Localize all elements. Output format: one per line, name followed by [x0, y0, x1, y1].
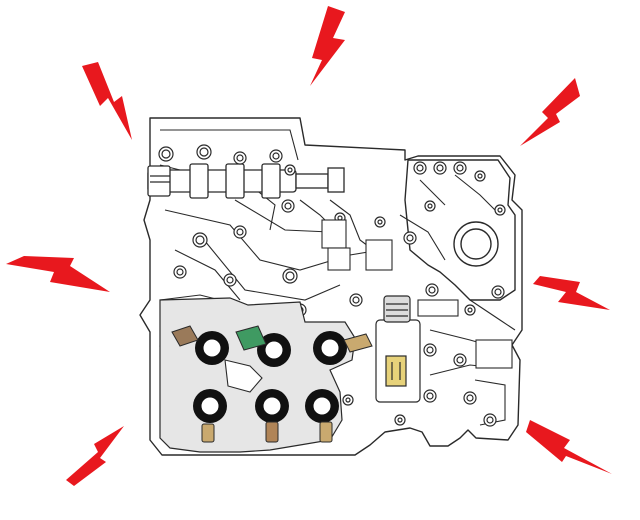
port-hole-inner [176, 268, 184, 276]
lightning-bolt-icon-right [533, 276, 610, 310]
connector-tan-bottom-right [319, 421, 333, 443]
solenoid-core [320, 338, 340, 358]
connector-brown-top [171, 325, 199, 347]
port-hole-inner [287, 167, 293, 173]
solenoid-core [262, 396, 282, 416]
port-hole-inner [427, 203, 433, 209]
detail-blocks [321, 219, 513, 369]
solenoid [313, 331, 347, 365]
pressure-sensor [375, 295, 421, 403]
solenoid-core [202, 338, 222, 358]
port-hole-inner [284, 202, 292, 210]
port-hole-inner [161, 149, 171, 159]
port-hole-inner [456, 356, 464, 364]
port-hole-inner [494, 288, 502, 296]
port-hole-inner [426, 392, 434, 400]
port-hole-inner [426, 346, 434, 354]
port-hole-inner [416, 164, 424, 172]
port-hole-inner [285, 271, 295, 281]
solenoid [195, 331, 229, 365]
port-hole-inner [466, 394, 474, 402]
port-hole-inner [456, 164, 464, 172]
lightning-bolt-icon-bottom-left [66, 426, 124, 486]
solenoid-core [312, 396, 332, 416]
port-hole-inner [377, 219, 383, 225]
port-hole-inner [352, 296, 360, 304]
lightning-bolt-icon-top [310, 6, 345, 86]
ports [158, 144, 506, 427]
port-hole-inner [406, 234, 414, 242]
connector-brown-bottom-mid [265, 421, 279, 443]
plate-bracket [224, 359, 263, 393]
port-hole-inner [486, 416, 494, 424]
port-hole-inner [436, 164, 444, 172]
port-hole-inner [397, 417, 403, 423]
large-port-inner [460, 228, 492, 260]
connector-yellow [385, 355, 407, 387]
port-hole-inner [497, 207, 503, 213]
spool-valve [147, 163, 345, 199]
connector-tan-bottom-left [201, 423, 215, 443]
solenoid-core [264, 340, 284, 360]
port-hole-inner [236, 228, 244, 236]
solenoid-core [200, 396, 220, 416]
solenoid [305, 389, 339, 423]
port-hole-inner [345, 397, 351, 403]
solenoid [193, 389, 227, 423]
port-hole-inner [199, 147, 209, 157]
lightning-bolt-icon-left [6, 256, 110, 292]
connector-green [235, 325, 267, 351]
solenoids [193, 331, 347, 423]
solenoid [255, 389, 289, 423]
port-hole-inner [226, 276, 234, 284]
lightning-bolts [6, 6, 612, 486]
port-hole-inner [467, 307, 473, 313]
lightning-bolt-icon-top-left [82, 62, 132, 140]
connector-tan-right [343, 333, 373, 353]
solenoid [257, 333, 291, 367]
port-hole-inner [428, 286, 436, 294]
channels [159, 129, 516, 426]
port-hole-inner [337, 215, 343, 221]
port-hole-inner [236, 154, 244, 162]
connectors [171, 325, 373, 443]
port-hole-inner [477, 173, 483, 179]
lightning-bolt-icon-bottom-right [526, 420, 612, 474]
port-hole-inner [195, 235, 205, 245]
port-hole-inner [272, 152, 280, 160]
lightning-bolt-icon-top-right [520, 78, 580, 146]
